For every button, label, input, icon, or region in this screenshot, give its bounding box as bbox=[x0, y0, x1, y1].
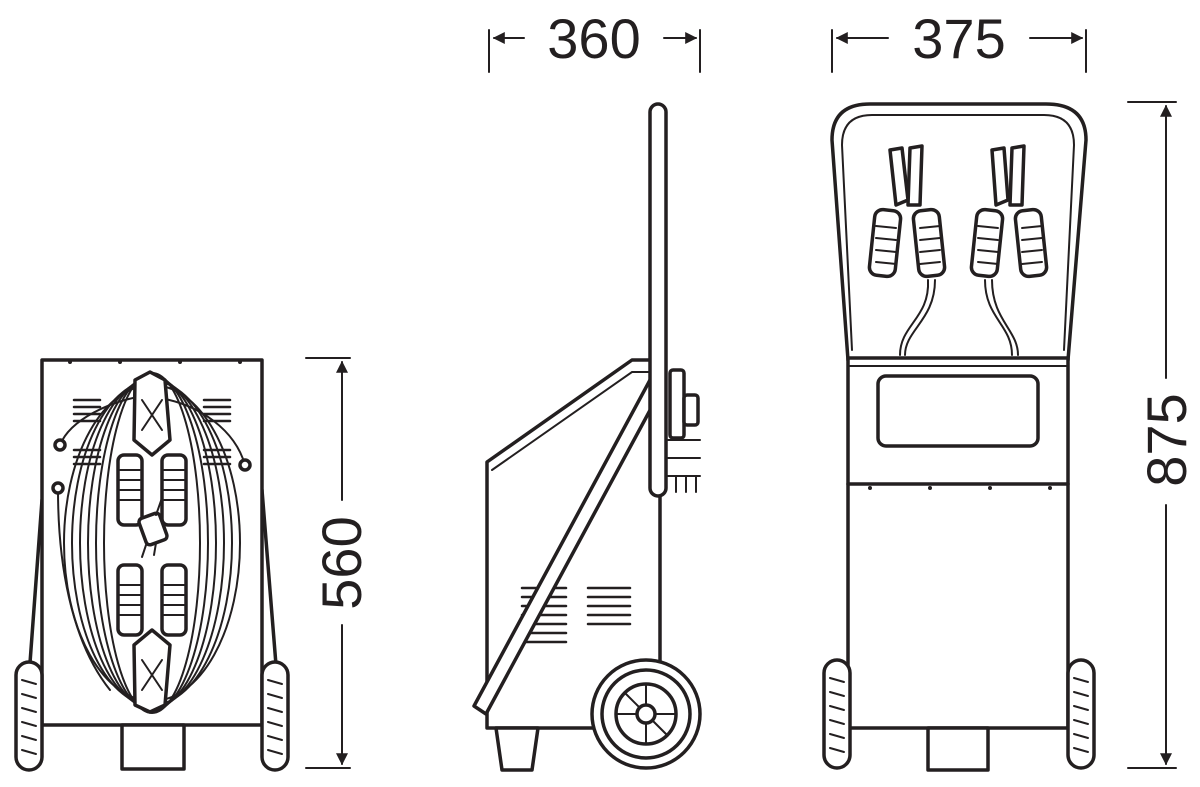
rear-display-panel bbox=[876, 374, 1040, 448]
front-foot bbox=[120, 723, 186, 771]
front-clamp-top bbox=[132, 370, 172, 457]
rear-cable-left bbox=[904, 279, 936, 356]
top-rivets bbox=[68, 360, 242, 364]
side-foot bbox=[494, 726, 540, 772]
rear-handle-frame bbox=[830, 102, 1088, 362]
dimension-375: 375 bbox=[831, 7, 1087, 73]
dimension-360: 360 bbox=[488, 7, 701, 73]
rear-left-wheel bbox=[822, 658, 852, 770]
rear-right-wheel bbox=[1066, 658, 1096, 770]
mains-plug bbox=[137, 497, 169, 558]
rear-view bbox=[822, 102, 1096, 772]
side-handle bbox=[648, 102, 668, 498]
rear-foot bbox=[926, 726, 990, 772]
dimension-560: 560 bbox=[305, 357, 373, 769]
rear-clamp-left bbox=[867, 144, 947, 279]
side-view bbox=[472, 102, 702, 772]
dimension-560-label: 560 bbox=[310, 516, 373, 609]
front-view bbox=[14, 358, 290, 772]
dimension-375-label: 375 bbox=[912, 7, 1005, 70]
front-left-wheel bbox=[14, 660, 44, 772]
front-right-wheel bbox=[260, 660, 290, 772]
rear-rivets bbox=[868, 486, 1052, 490]
dimension-875-label: 875 bbox=[1135, 393, 1198, 486]
dimension-360-label: 360 bbox=[547, 7, 640, 70]
front-clamp-bottom bbox=[132, 628, 172, 714]
front-clamp-handles bbox=[116, 453, 188, 637]
rear-clamp-right bbox=[969, 144, 1049, 279]
rear-cable-right bbox=[984, 279, 1013, 356]
rear-cable-right-2 bbox=[991, 279, 1019, 356]
side-clamps bbox=[667, 368, 701, 493]
side-wheel bbox=[590, 658, 702, 770]
rear-cable-left-2 bbox=[899, 279, 930, 356]
dimension-875: 875 bbox=[1127, 101, 1198, 769]
